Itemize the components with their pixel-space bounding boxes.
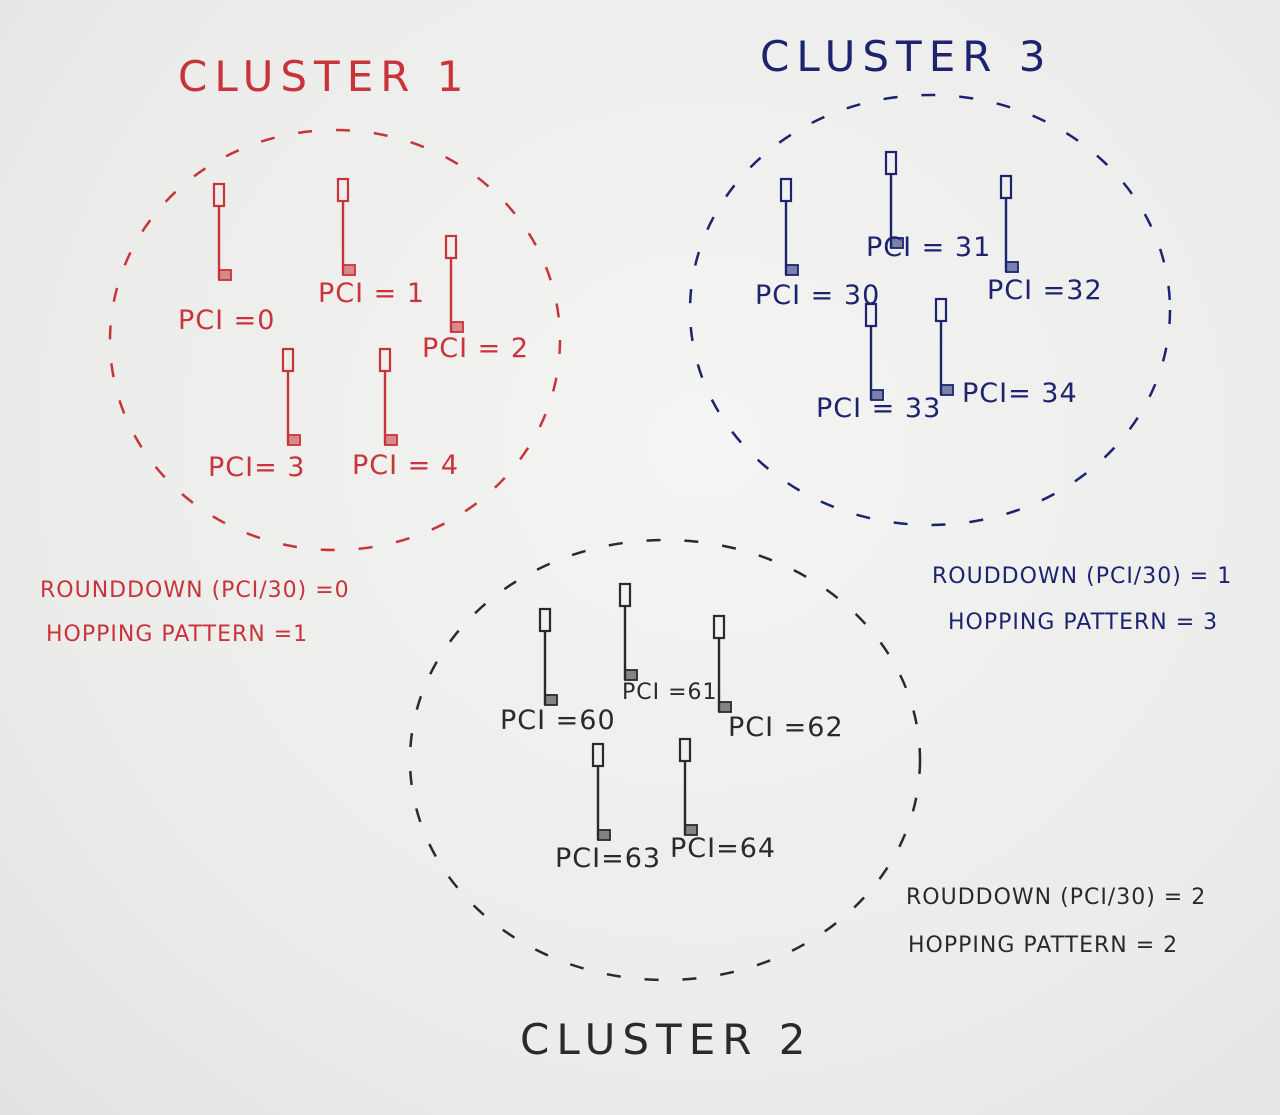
antenna-icon bbox=[858, 300, 888, 430]
antenna-glyph bbox=[999, 174, 1019, 273]
cluster2-boundary bbox=[408, 538, 922, 982]
antenna-icon bbox=[672, 735, 702, 865]
antenna-icon bbox=[330, 175, 360, 305]
cluster2-hopping-note: HOPPING PATTERN = 2 bbox=[908, 933, 1179, 958]
antenna-icon bbox=[206, 180, 236, 310]
antenna-icon bbox=[773, 175, 803, 305]
antenna-icon bbox=[878, 148, 908, 278]
antenna-glyph bbox=[779, 177, 799, 276]
antenna-glyph bbox=[591, 742, 611, 841]
pci-label: PCI = 2 bbox=[422, 333, 530, 364]
antenna-icon bbox=[532, 605, 562, 735]
antenna-glyph bbox=[712, 614, 732, 713]
pci-label: PCI = 33 bbox=[816, 393, 942, 424]
antenna-glyph bbox=[212, 182, 232, 281]
cluster2-rounddown-note: ROUDDOWN (PCI/30) = 2 bbox=[906, 885, 1207, 910]
antenna-icon bbox=[585, 740, 615, 870]
cluster3-rounddown-note: ROUDDOWN (PCI/30) = 1 bbox=[932, 564, 1233, 589]
antenna-glyph bbox=[281, 347, 301, 446]
antenna-icon bbox=[993, 172, 1023, 302]
cluster2-title: CLUSTER 2 bbox=[520, 1015, 813, 1064]
antenna-glyph bbox=[336, 177, 356, 276]
cluster3-boundary bbox=[688, 93, 1172, 527]
cluster3-hopping-note: HOPPING PATTERN = 3 bbox=[948, 610, 1219, 635]
pci-label: PCI=63 bbox=[555, 843, 662, 874]
antenna-glyph bbox=[864, 302, 884, 401]
pci-label: PCI = 31 bbox=[866, 232, 992, 263]
cluster1-title: CLUSTER 1 bbox=[178, 52, 471, 101]
antenna-icon bbox=[612, 580, 642, 710]
pci-label: PCI =32 bbox=[987, 275, 1103, 306]
antenna-glyph bbox=[378, 347, 398, 446]
cluster3-title: CLUSTER 3 bbox=[760, 32, 1053, 81]
cluster1-hopping-note: HOPPING PATTERN =1 bbox=[46, 622, 309, 647]
pci-label: PCI= 3 bbox=[208, 452, 306, 483]
antenna-glyph bbox=[678, 737, 698, 836]
antenna-icon bbox=[706, 612, 736, 742]
antenna-icon bbox=[275, 345, 305, 475]
antenna-glyph bbox=[444, 234, 464, 333]
antenna-icon bbox=[438, 232, 468, 362]
pci-label: PCI =62 bbox=[728, 712, 844, 743]
antenna-glyph bbox=[538, 607, 558, 706]
pci-label: PCI=64 bbox=[670, 833, 777, 864]
antenna-icon bbox=[372, 345, 402, 475]
pci-label: PCI = 30 bbox=[755, 280, 881, 311]
antenna-glyph bbox=[618, 582, 638, 681]
pci-label: PCI =0 bbox=[178, 305, 276, 336]
antenna-icon bbox=[928, 295, 958, 425]
cluster1-rounddown-note: ROUNDDOWN (PCI/30) =0 bbox=[40, 578, 350, 603]
antenna-glyph bbox=[884, 150, 904, 249]
pci-label: PCI = 1 bbox=[318, 278, 426, 309]
pci-label: PCI =60 bbox=[500, 705, 616, 736]
pci-label: PCI= 34 bbox=[962, 378, 1078, 409]
pci-label: PCI = 4 bbox=[352, 450, 460, 481]
pci-label: PCI =61 bbox=[622, 680, 718, 705]
cluster1-boundary bbox=[108, 128, 562, 552]
antenna-glyph bbox=[934, 297, 954, 396]
